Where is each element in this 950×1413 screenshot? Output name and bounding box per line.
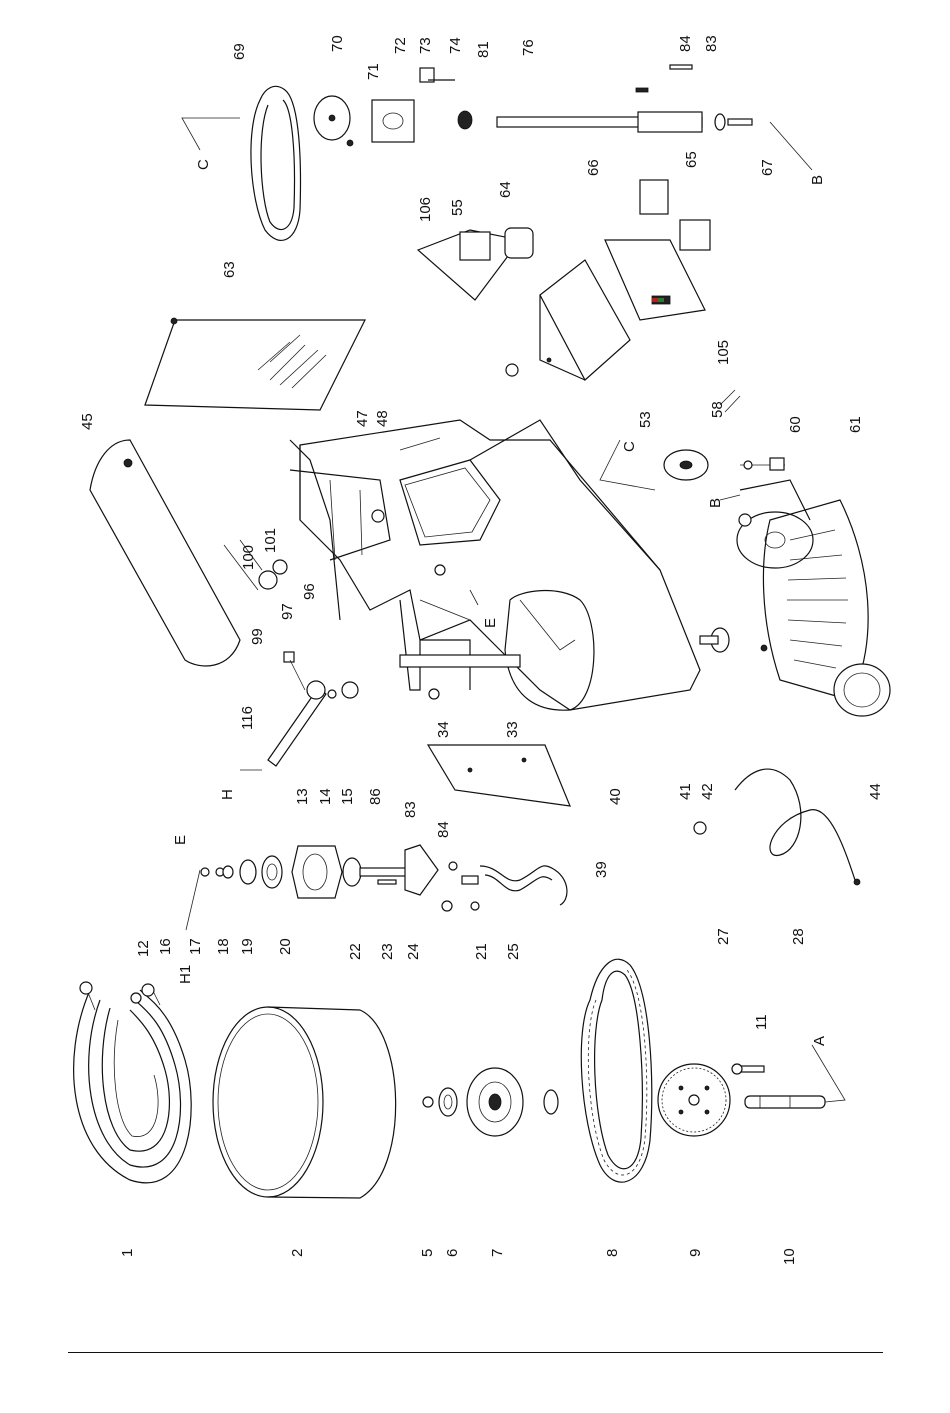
label-70: 70: [329, 35, 346, 52]
label-39: 39: [593, 861, 610, 878]
label-86: 86: [367, 788, 384, 805]
label-1: 1: [119, 1249, 136, 1257]
label-23: 23: [379, 943, 396, 960]
label-83b: 83: [703, 35, 720, 52]
label-B1: B: [707, 498, 724, 508]
label-17: 17: [187, 938, 204, 955]
label-19: 19: [239, 938, 256, 955]
label-42: 42: [699, 783, 716, 800]
part-cable: [694, 769, 860, 885]
label-63: 63: [221, 261, 238, 278]
part-motor: [737, 480, 890, 716]
label-13: 13: [294, 788, 311, 805]
label-27: 27: [715, 928, 732, 945]
label-33: 33: [504, 721, 521, 738]
part-chain-upper: [251, 86, 301, 240]
label-11: 11: [753, 1014, 770, 1030]
label-81: 81: [475, 41, 492, 58]
part-bowl-hub: [423, 1068, 558, 1136]
label-106: 106: [417, 197, 434, 222]
label-22: 22: [347, 943, 364, 960]
label-5: 5: [419, 1249, 436, 1257]
label-7: 7: [489, 1249, 506, 1257]
part-front-plate: [428, 745, 570, 806]
label-105: 105: [715, 340, 732, 365]
label-83a: 83: [402, 801, 419, 818]
part-control-box: [506, 260, 630, 380]
label-99: 99: [249, 628, 266, 645]
label-C1: C: [621, 441, 638, 452]
label-20: 20: [277, 938, 294, 955]
label-25: 25: [505, 943, 522, 960]
label-28: 28: [790, 928, 807, 945]
label-71: 71: [365, 63, 382, 80]
label-53: 53: [637, 411, 654, 428]
label-69: 69: [231, 43, 248, 60]
label-67: 67: [759, 159, 776, 176]
label-2: 2: [289, 1249, 306, 1257]
part-bowl: [213, 1007, 396, 1198]
label-61: 61: [847, 416, 864, 433]
label-58: 58: [709, 401, 726, 418]
label-60: 60: [787, 416, 804, 433]
label-21: 21: [473, 943, 490, 960]
label-65: 65: [683, 151, 700, 168]
label-101: 101: [262, 528, 279, 553]
label-12: 12: [135, 940, 152, 957]
part-shaft-lower: [745, 1096, 825, 1108]
part-shaft-upper: [497, 65, 752, 132]
label-47: 47: [354, 410, 371, 427]
part-pulley-upper: [314, 68, 472, 146]
label-8: 8: [604, 1249, 621, 1257]
label-116: 116: [239, 706, 256, 730]
label-66: 66: [585, 159, 602, 176]
label-41: 41: [677, 783, 694, 800]
label-24: 24: [405, 943, 422, 960]
part-bracket: [400, 655, 520, 699]
label-E2: E: [482, 618, 499, 628]
label-40: 40: [607, 788, 624, 805]
footer-rule: [68, 1352, 883, 1353]
label-H2: H: [219, 789, 236, 800]
label-C2: C: [195, 159, 212, 170]
label-B2: B: [809, 175, 826, 185]
label-55a: 55: [449, 199, 466, 216]
label-45: 45: [79, 413, 96, 430]
label-74: 74: [447, 37, 464, 54]
part-spiral-guard: [74, 982, 192, 1183]
label-14: 14: [317, 788, 334, 805]
label-48: 48: [374, 410, 391, 427]
label-84b: 84: [677, 35, 694, 52]
label-9: 9: [687, 1249, 704, 1257]
label-76: 76: [520, 39, 537, 56]
part-foot: [700, 628, 729, 652]
label-A: A: [811, 1036, 828, 1046]
part-top-cover: [90, 440, 240, 666]
label-72: 72: [392, 37, 409, 54]
part-spindle-stack: [201, 845, 567, 911]
part-control-panel: [605, 240, 705, 320]
leader-A: [812, 1045, 845, 1102]
label-16: 16: [157, 938, 174, 955]
label-84a: 84: [435, 821, 452, 838]
label-18: 18: [215, 938, 232, 955]
label-73: 73: [417, 37, 434, 54]
label-15: 15: [339, 788, 356, 805]
label-H1: H1: [177, 965, 194, 984]
part-bolt-11: [732, 1064, 764, 1074]
label-E1: E: [172, 835, 189, 845]
label-34: 34: [435, 721, 452, 738]
label-100: 100: [240, 545, 257, 570]
part-chain-lower: [581, 959, 652, 1182]
label-96: 96: [301, 583, 318, 600]
part-side-panel: [145, 318, 365, 410]
label-6: 6: [444, 1249, 461, 1257]
label-97: 97: [279, 603, 296, 620]
label-10: 10: [781, 1248, 798, 1265]
label-64: 64: [497, 181, 514, 198]
part-lever: [268, 652, 358, 766]
label-44: 44: [867, 783, 884, 800]
part-sprocket: [658, 1064, 730, 1136]
